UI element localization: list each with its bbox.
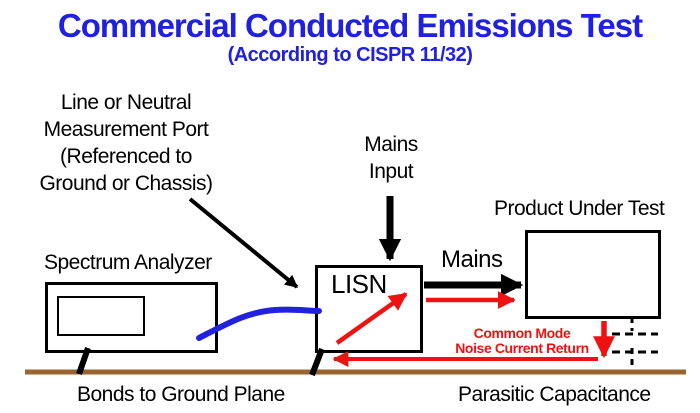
page-title: Commercial Conducted Emissions Test xyxy=(57,7,643,44)
parasitic-capacitor-symbol xyxy=(612,318,658,370)
measurement-port-label: Line or Neutral Measurement Port (Refere… xyxy=(13,89,239,197)
parasitic-capacitance-label: Parasitic Capacitance xyxy=(458,383,651,406)
spectrum-analyzer-box xyxy=(45,282,218,353)
spectrum-analyzer-screen xyxy=(57,296,145,336)
page-subtitle: (According to CISPR 11/32) xyxy=(227,44,473,66)
bonds-to-ground-plane-label: Bonds to Ground Plane xyxy=(77,383,285,406)
mains-input-label-line2: Input xyxy=(368,160,414,183)
measurement-port-label-line3: (Referenced to xyxy=(60,145,192,168)
product-under-test-box xyxy=(525,230,661,319)
lisn-label: LISN xyxy=(331,269,387,299)
mains-input-label: Mains Input xyxy=(346,131,436,185)
mains-label: Mains xyxy=(441,246,503,273)
measurement-port-label-line1: Line or Neutral xyxy=(60,91,192,114)
spectrum-analyzer-label: Spectrum Analyzer xyxy=(44,251,212,274)
measurement-port-label-line4: Ground or Chassis) xyxy=(39,172,213,195)
common-mode-noise-label-line1: Common Mode xyxy=(473,325,571,341)
product-under-test-label: Product Under Test xyxy=(494,197,665,220)
common-mode-noise-label: Common Mode Noise Current Return xyxy=(432,326,612,356)
common-mode-noise-label-line2: Noise Current Return xyxy=(455,340,589,356)
mains-input-label-line1: Mains xyxy=(364,133,418,156)
measurement-port-label-line2: Measurement Port xyxy=(43,118,209,141)
